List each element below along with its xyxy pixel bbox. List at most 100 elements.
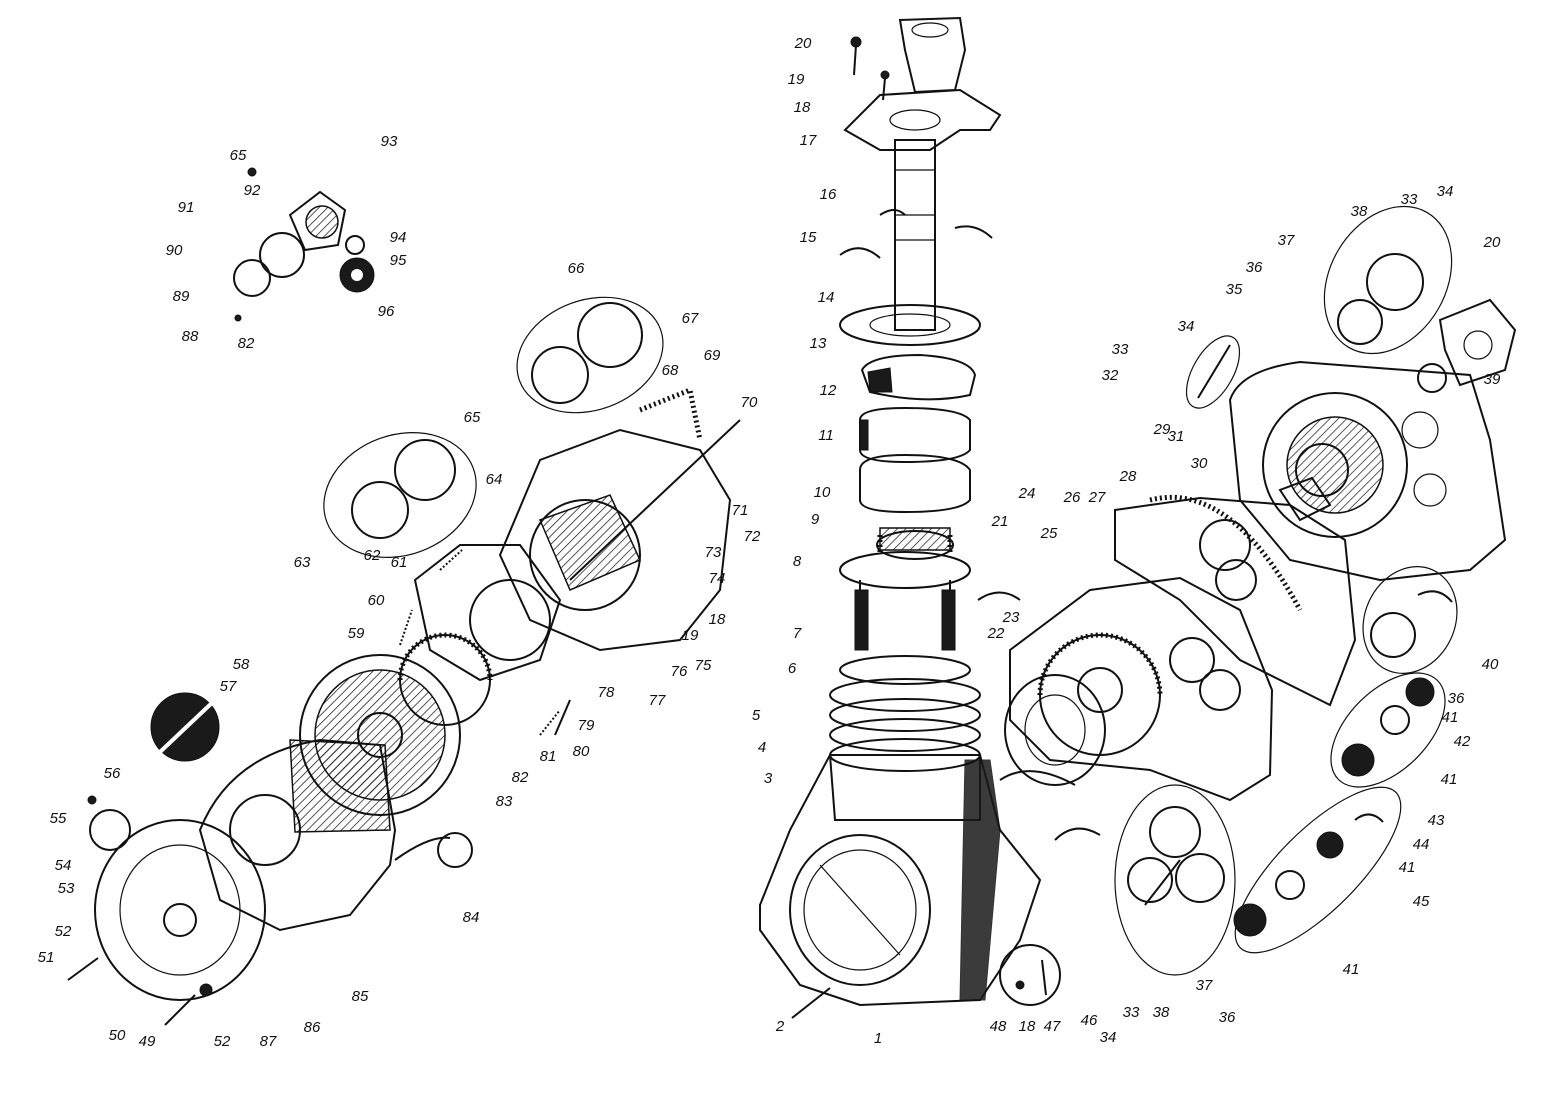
lower-gear-train: [999, 576, 1274, 976]
part-label: 62: [364, 547, 381, 564]
central-housing: [759, 16, 1061, 1019]
part-label: 81: [540, 748, 557, 765]
part-label: 26: [1063, 489, 1081, 506]
part-label: 33: [1112, 341, 1129, 358]
part-label: 38: [1351, 203, 1368, 220]
part-label: 22: [987, 625, 1005, 642]
part-label: 21: [991, 513, 1009, 530]
part-label: 41: [1399, 859, 1416, 876]
part-label: 15: [800, 229, 817, 246]
part-label: 92: [244, 182, 261, 199]
part-label: 52: [55, 923, 72, 940]
part-label: 19: [682, 627, 699, 644]
part-label: 32: [1102, 367, 1119, 384]
part-label: 72: [744, 528, 761, 545]
part-label: 17: [800, 132, 817, 149]
part-label: 30: [1191, 455, 1208, 472]
part-label: 19: [788, 71, 805, 88]
part-label: 34: [1100, 1029, 1117, 1046]
part-label: 43: [1428, 812, 1445, 829]
part-label: 67: [682, 310, 699, 327]
part-label: 70: [741, 394, 758, 411]
part-label: 36: [1219, 1009, 1236, 1026]
part-label: 93: [381, 133, 398, 150]
part-label: 34: [1437, 183, 1454, 200]
part-label: 65: [230, 147, 247, 164]
part-label: 29: [1153, 421, 1171, 438]
part-label: 65: [464, 409, 481, 426]
part-label: 71: [732, 502, 749, 519]
part-label: 52: [214, 1033, 231, 1050]
part-label: 3: [764, 770, 773, 787]
part-label: 33: [1401, 191, 1418, 208]
part-label: 51: [38, 949, 55, 966]
part-label: 57: [220, 678, 237, 695]
part-label: 94: [390, 229, 407, 246]
part-label: 91: [178, 199, 195, 216]
part-label: 10: [814, 484, 831, 501]
part-label: 83: [496, 793, 513, 810]
part-label: 79: [578, 717, 595, 734]
part-label: 34: [1178, 318, 1195, 335]
pump-assembly: [233, 167, 375, 322]
part-label: 87: [260, 1033, 277, 1050]
part-label: 96: [378, 303, 395, 320]
part-label: 33: [1123, 1004, 1140, 1021]
part-labels: 1234567891011121314151617181920212223242…: [38, 35, 1501, 1050]
part-label: 18: [709, 611, 726, 628]
part-label: 73: [705, 544, 722, 561]
part-label: 18: [1019, 1018, 1036, 1035]
part-label: 44: [1413, 836, 1430, 853]
part-label: 77: [649, 692, 666, 709]
part-label: 14: [818, 289, 835, 306]
part-label: 31: [1168, 428, 1185, 445]
part-label: 46: [1081, 1012, 1098, 1029]
part-label: 41: [1442, 709, 1459, 726]
part-label: 54: [55, 857, 72, 874]
part-label: 61: [391, 554, 408, 571]
part-label: 85: [352, 988, 369, 1005]
part-label: 63: [294, 554, 311, 571]
part-label: 6: [788, 660, 797, 677]
part-label: 41: [1441, 771, 1458, 788]
part-label: 5: [752, 707, 761, 724]
part-label: 16: [820, 186, 837, 203]
part-label: 36: [1448, 690, 1465, 707]
part-label: 80: [573, 743, 590, 760]
part-label: 39: [1484, 371, 1501, 388]
part-label: 12: [820, 382, 837, 399]
part-label: 75: [695, 657, 712, 674]
part-label: 69: [704, 347, 721, 364]
part-label: 86: [304, 1019, 321, 1036]
part-label: 74: [709, 570, 726, 587]
left-shaft-assembly: [67, 296, 741, 1026]
part-label: 56: [104, 765, 121, 782]
part-label: 2: [775, 1018, 785, 1035]
part-label: 4: [758, 739, 766, 756]
part-label: 64: [486, 471, 503, 488]
part-label: 84: [463, 909, 480, 926]
part-label: 59: [348, 625, 365, 642]
part-label: 7: [793, 625, 802, 642]
part-label: 89: [173, 288, 190, 305]
part-label: 88: [182, 328, 199, 345]
part-label: 28: [1119, 468, 1137, 485]
part-label: 95: [390, 252, 407, 269]
part-label: 82: [512, 769, 529, 786]
part-label: 76: [671, 663, 688, 680]
part-label: 53: [58, 880, 75, 897]
part-label: 90: [166, 242, 183, 259]
right-cover-assembly: [1114, 205, 1517, 954]
part-label: 66: [568, 260, 585, 277]
part-label: 20: [1483, 234, 1501, 251]
part-label: 35: [1226, 281, 1243, 298]
part-label: 58: [233, 656, 250, 673]
part-label: 25: [1040, 525, 1058, 542]
part-label: 55: [50, 810, 67, 827]
part-label: 24: [1018, 485, 1036, 502]
part-label: 47: [1044, 1018, 1061, 1035]
part-label: 42: [1454, 733, 1471, 750]
part-label: 37: [1278, 232, 1295, 249]
